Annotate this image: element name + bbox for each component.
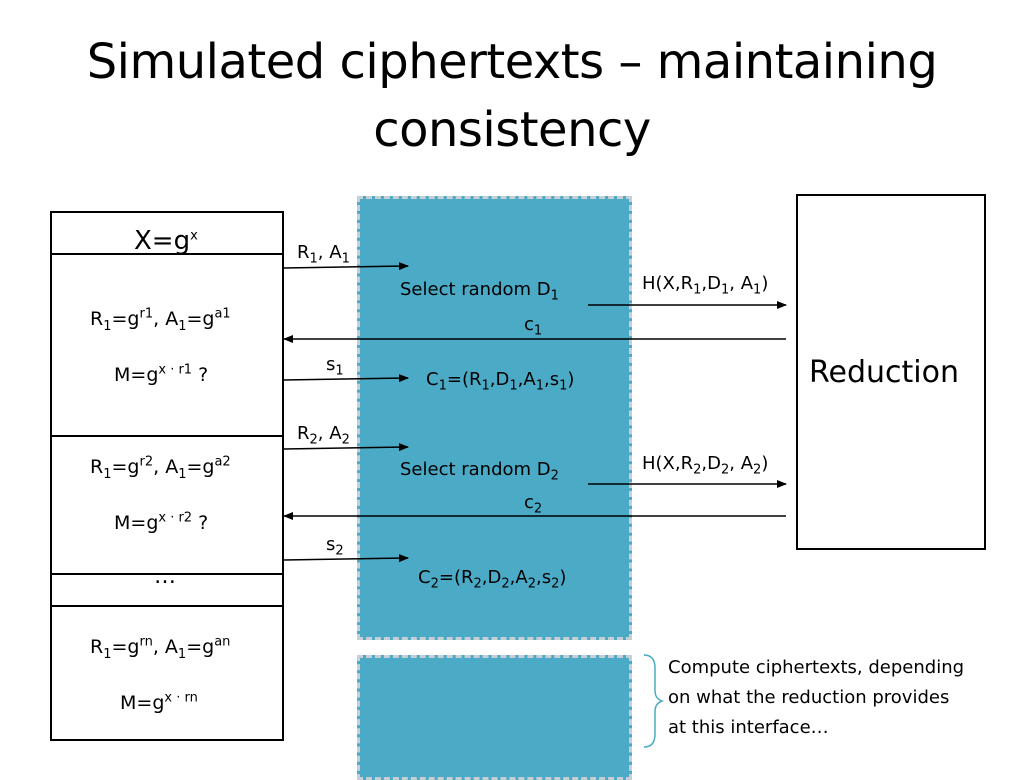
simulator-panel-lower [357, 655, 632, 780]
session-box-n [50, 605, 284, 741]
block1-equation: R1=gr1, A1=ga1 [90, 306, 231, 334]
label-c1: c1 [524, 314, 543, 339]
label-s2: s2 [326, 534, 344, 559]
ellipsis: … [154, 564, 176, 589]
reduction-label: Reduction [809, 355, 959, 390]
blockn-message: M=gx · rn [120, 690, 198, 714]
label-c2: c2 [524, 492, 543, 517]
select-random-d2: Select random D2 [400, 459, 559, 484]
arrow-ra2 [283, 443, 409, 452]
select-random-d1: Select random D1 [400, 279, 559, 304]
note-line2: on what the reduction provides [668, 687, 950, 708]
block2-message: M=gx · r2 ? [114, 510, 209, 534]
block1-message: M=gx · r1 ? [114, 362, 209, 386]
block2-equation: R1=gr2, A1=ga2 [90, 454, 231, 482]
session-box-2 [50, 435, 284, 575]
note-line1: Compute ciphertexts, depending [668, 657, 965, 678]
note-line3: at this interface… [668, 717, 829, 738]
blockn-equation: R1=grn, A1=gan [90, 634, 231, 662]
public-key-label: X=gx [134, 226, 198, 256]
arrow-s1 [283, 374, 409, 383]
hash-query-1: H(X,R1,D1, A1) [642, 273, 769, 298]
arrow-ra1 [283, 262, 409, 271]
ciphertext-c2: C2=(R2,D2,A2,s2) [418, 567, 567, 592]
arrow-s2 [283, 554, 409, 563]
brace [643, 654, 665, 748]
label-ra2: R2, A2 [297, 423, 350, 448]
label-ra1: R1, A1 [297, 242, 350, 267]
hash-query-2: H(X,R2,D2, A2) [642, 453, 769, 478]
reduction-box [796, 194, 986, 550]
ciphertext-c1: C1=(R1,D1,A1,s1) [426, 369, 575, 394]
label-s1: s1 [326, 354, 344, 379]
slide-title-line1: Simulated ciphertexts – maintaining [86, 34, 938, 90]
slide-title-line2: consistency [373, 102, 651, 158]
